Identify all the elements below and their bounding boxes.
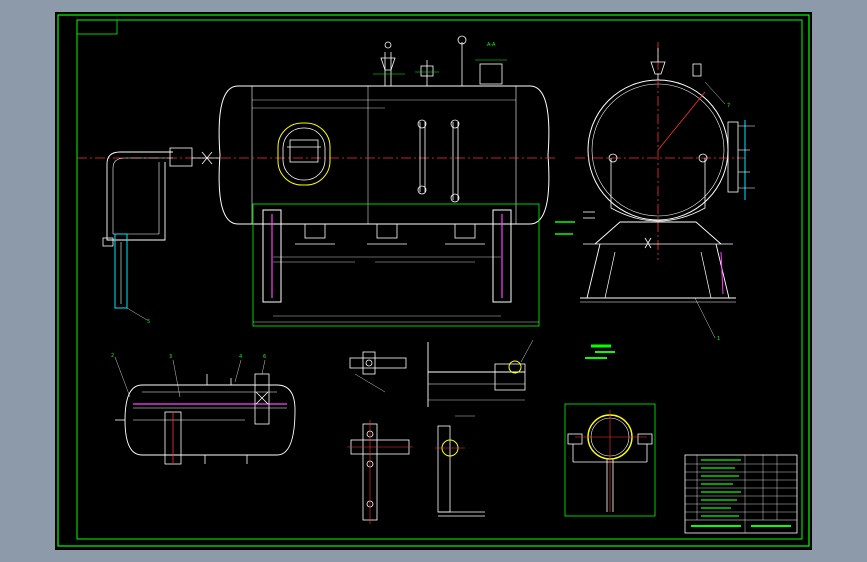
callout-2: 2: [111, 353, 114, 359]
cross-section-view[interactable]: 2 3 4 6: [111, 353, 296, 465]
svg-text:A-A: A-A: [487, 42, 496, 48]
drawing-number-box: [76, 19, 118, 35]
callout-5: 5: [147, 319, 150, 325]
callout-3: 3: [169, 354, 172, 360]
callout-6: 6: [263, 354, 266, 360]
callout-7: 7: [727, 103, 730, 109]
vessel-front-view[interactable]: A-A: [77, 35, 555, 327]
support-detail[interactable]: [347, 339, 534, 524]
inner-frame: [76, 19, 803, 540]
vessel-side-view[interactable]: 7 1: [555, 42, 755, 359]
drawing-canvas[interactable]: A-A: [55, 12, 812, 550]
drawing-viewport[interactable]: A-A: [55, 12, 812, 550]
callout-4: 4: [239, 354, 242, 360]
clamp-detail[interactable]: [564, 403, 656, 517]
outer-frame: [57, 14, 810, 547]
callout-1: 1: [717, 336, 720, 342]
title-block[interactable]: [684, 454, 798, 534]
